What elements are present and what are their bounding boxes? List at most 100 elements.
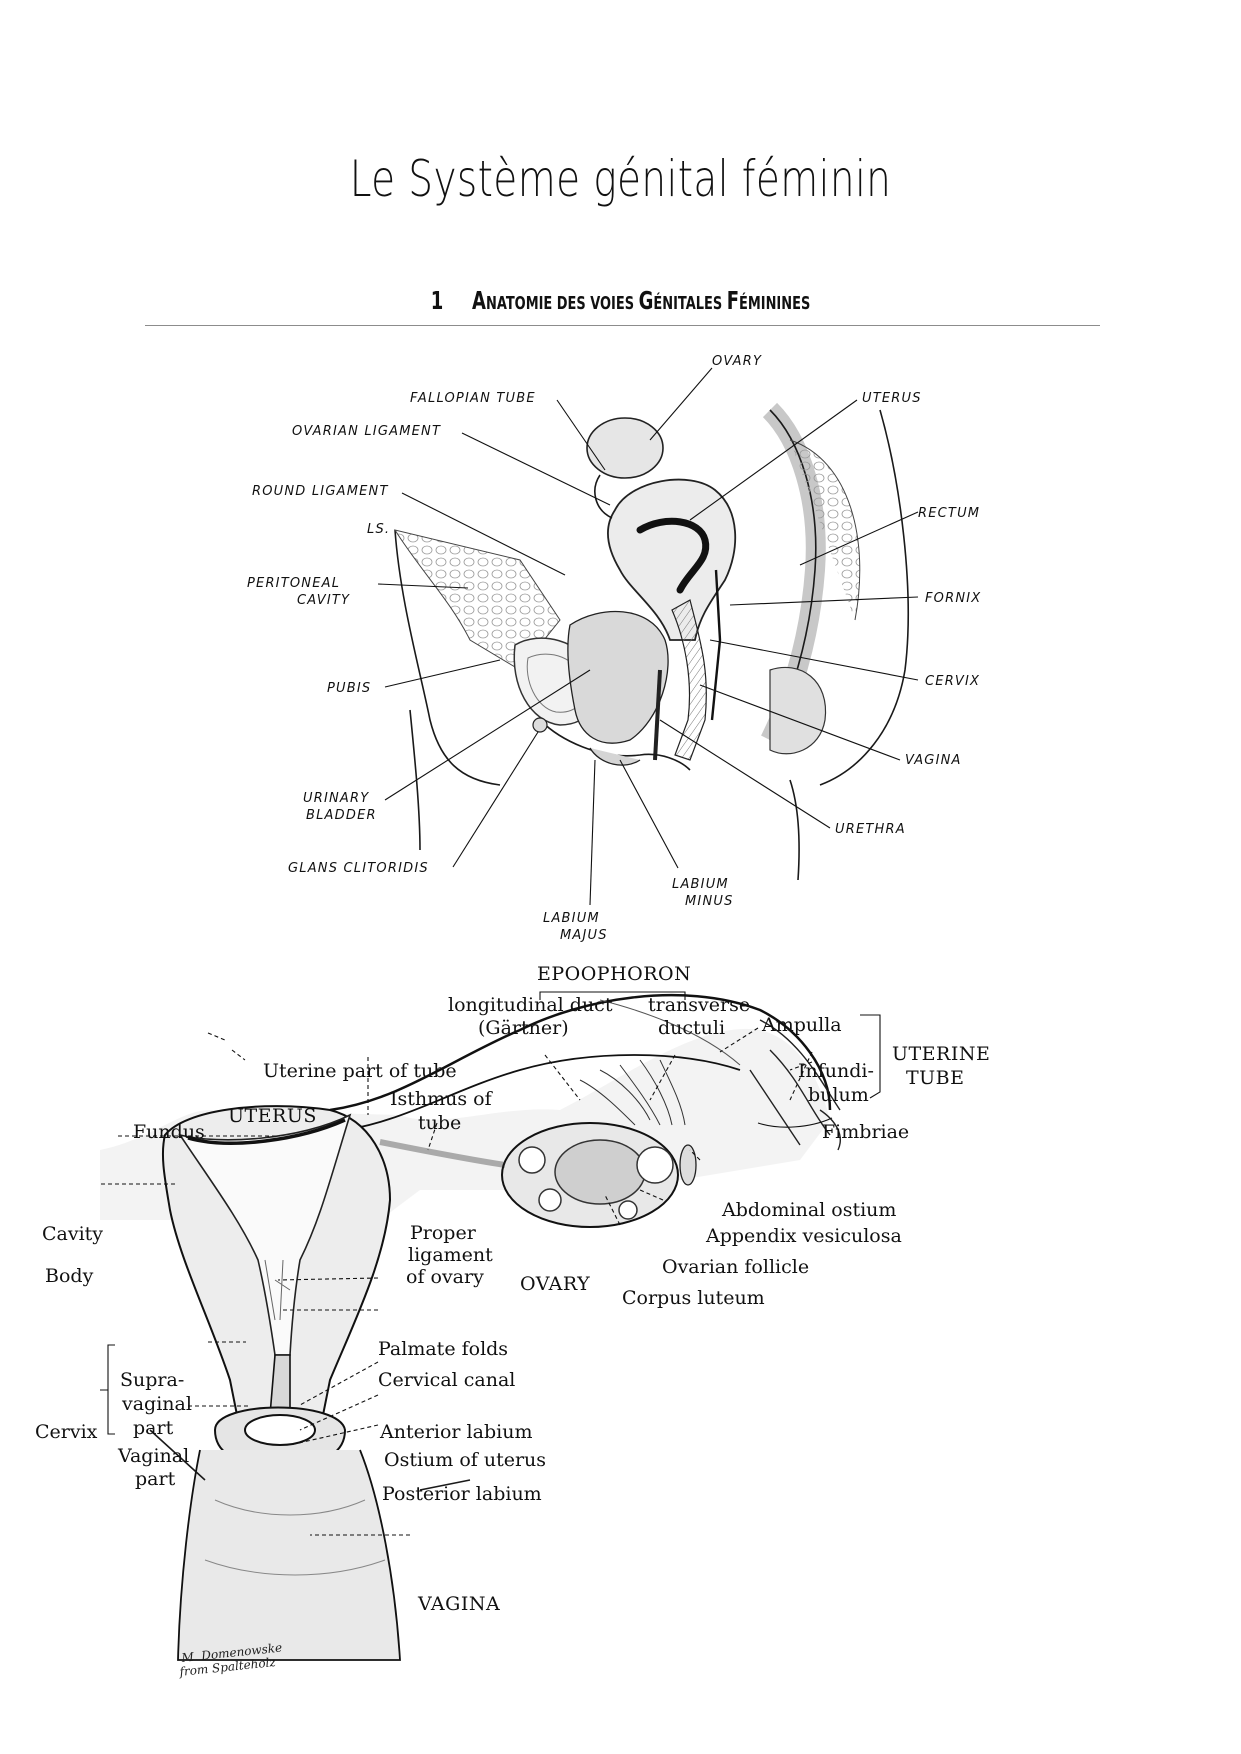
- label-body: Body: [45, 1265, 94, 1287]
- label-appendix-vesiculosa: Appendix vesiculosa: [705, 1225, 902, 1247]
- appendix-vesiculosa: [679, 1144, 697, 1186]
- back-contour: [819, 409, 909, 786]
- label-fimbriae: Fimbriae: [822, 1121, 909, 1143]
- label-corpus-luteum: Corpus luteum: [622, 1287, 765, 1309]
- label-ligament: ligament: [408, 1244, 493, 1266]
- label-posterior-labium: Posterior labium: [382, 1483, 542, 1505]
- label-of-ovary: of ovary: [406, 1266, 484, 1288]
- label-isthmus-2: tube: [418, 1112, 461, 1134]
- label-ovarian-ligament: OVARIAN LIGAMENT: [292, 424, 441, 439]
- palmate-folds: [264, 1259, 291, 1321]
- section-title-e: F: [726, 286, 740, 315]
- follicle-3: [636, 1146, 674, 1184]
- vaginal-wall: [671, 599, 707, 761]
- label-labium-majus-2: MAJUS: [560, 928, 608, 943]
- tube-folds: [599, 999, 741, 1066]
- label-vagina: VAGINA: [905, 753, 962, 768]
- uterine-cavity: [636, 517, 710, 594]
- label-gartner: (Gärtner): [478, 1017, 569, 1039]
- section-number: 1: [430, 286, 444, 315]
- uterine-tube-lower: [329, 1054, 741, 1133]
- fig1-leaders: [377, 367, 919, 906]
- section-title-b: NATOMIE DES VOIES: [485, 293, 639, 314]
- thigh-front: [409, 709, 421, 851]
- label-pubis: PUBIS: [327, 681, 371, 696]
- proper-ligament: [379, 1139, 506, 1168]
- label-infundibulum-1: Infundi-: [798, 1060, 874, 1082]
- label-cervix: Cervix: [35, 1421, 98, 1443]
- follicle-1: [518, 1146, 546, 1174]
- label-proper: Proper: [410, 1222, 477, 1244]
- fig2-leaders: [100, 991, 881, 1536]
- label-ls: LS.: [367, 522, 390, 537]
- perineum: [539, 719, 691, 771]
- labia: [589, 747, 641, 766]
- label-uterus: UTERUS: [228, 1105, 317, 1127]
- label-ostium-uterus: Ostium of uterus: [384, 1449, 546, 1471]
- ostium-uterus: [244, 1414, 316, 1446]
- label-ductuli: ductuli: [658, 1017, 725, 1039]
- uterine-cavity-edge: [187, 1118, 346, 1145]
- label-round-ligament: ROUND LIGAMENT: [252, 484, 389, 499]
- uterine-tube-upper: [329, 993, 832, 1112]
- figure-sagittal-section: OVARY FALLOPIAN TUBE UTERUS OVARIAN LIGA…: [0, 340, 1241, 950]
- vaginal-rugae: [204, 1499, 386, 1576]
- label-cavity: CAVITY: [297, 593, 350, 608]
- label-cervix: CERVIX: [925, 674, 980, 689]
- label-rectum: RECTUM: [918, 506, 980, 521]
- label-isthmus-1: Isthmus of: [390, 1088, 494, 1110]
- label-fundus: Fundus: [133, 1121, 205, 1143]
- sacral-tissue: [789, 439, 861, 621]
- corpus-luteum: [554, 1139, 646, 1205]
- label-palmate-folds: Palmate folds: [378, 1338, 508, 1360]
- label-labium-minus-2: MINUS: [685, 894, 734, 909]
- thigh-contour: [789, 779, 800, 881]
- fallopian-tube: [594, 474, 613, 519]
- label-glans-clitoridis: GLANS CLITORIDIS: [288, 861, 429, 876]
- label-longitudinal-duct: longitudinal duct: [448, 994, 613, 1016]
- anal-canal: [769, 666, 827, 755]
- abdominal-wall: [394, 529, 501, 786]
- label-epoophoron: EPOOPHORON: [537, 963, 691, 985]
- label-fallopian-tube: FALLOPIAN TUBE: [410, 391, 536, 406]
- follicle-4: [618, 1200, 638, 1220]
- label-ampulla: Ampulla: [761, 1014, 842, 1036]
- label-supra-2: vaginal: [121, 1393, 192, 1415]
- label-supra-1: Supra-: [120, 1369, 184, 1391]
- uterine-cavity: [178, 1113, 352, 1356]
- label-cervical-canal: Cervical canal: [378, 1369, 515, 1391]
- bladder: [567, 610, 669, 744]
- label-fornix: FORNIX: [925, 591, 981, 606]
- label-cavity: Cavity: [42, 1223, 103, 1245]
- figure-posterior-view: EPOOPHORON longitudinal duct (Gärtner) t…: [0, 960, 1241, 1750]
- label-infundibulum-2: bulum: [808, 1084, 869, 1106]
- vagina-walls: [177, 1449, 401, 1661]
- label-transverse: transverse: [648, 994, 750, 1016]
- ovary: [586, 417, 664, 479]
- label-vaginal-2: part: [135, 1468, 176, 1490]
- vaginal-margins: [149, 1429, 471, 1491]
- label-bladder: BLADDER: [306, 808, 377, 823]
- label-peritoneal: PERITONEAL: [247, 576, 340, 591]
- label-labium-minus-1: LABIUM: [672, 877, 729, 892]
- posterior-vagina: [710, 569, 722, 721]
- label-ovary: OVARY: [712, 354, 762, 369]
- label-urethra: URETHRA: [835, 822, 906, 837]
- clitoris: [532, 717, 548, 733]
- label-labium-majus-1: LABIUM: [543, 911, 600, 926]
- section-title-c: G: [638, 286, 654, 315]
- label-vagina: VAGINA: [417, 1593, 500, 1615]
- posterior-view-illustration: EPOOPHORON longitudinal duct (Gärtner) t…: [35, 963, 990, 1679]
- label-abdominal-ostium: Abdominal ostium: [721, 1199, 896, 1221]
- sagittal-section-illustration: OVARY FALLOPIAN TUBE UTERUS OVARIAN LIGA…: [247, 354, 981, 943]
- label-uterine-tube-1: UTERINE: [892, 1043, 990, 1065]
- section-title-f: ÉMININES: [739, 293, 811, 314]
- page-title: Le Système génital féminin: [349, 150, 892, 208]
- label-uterine-tube-2: TUBE: [906, 1067, 965, 1089]
- label-uterine-part: Uterine part of tube: [263, 1060, 457, 1082]
- uterus-body: [607, 478, 737, 641]
- label-vaginal-1: Vaginal: [117, 1445, 189, 1467]
- label-uterus: UTERUS: [862, 391, 922, 406]
- epoophoron-ductuli: [579, 1059, 686, 1126]
